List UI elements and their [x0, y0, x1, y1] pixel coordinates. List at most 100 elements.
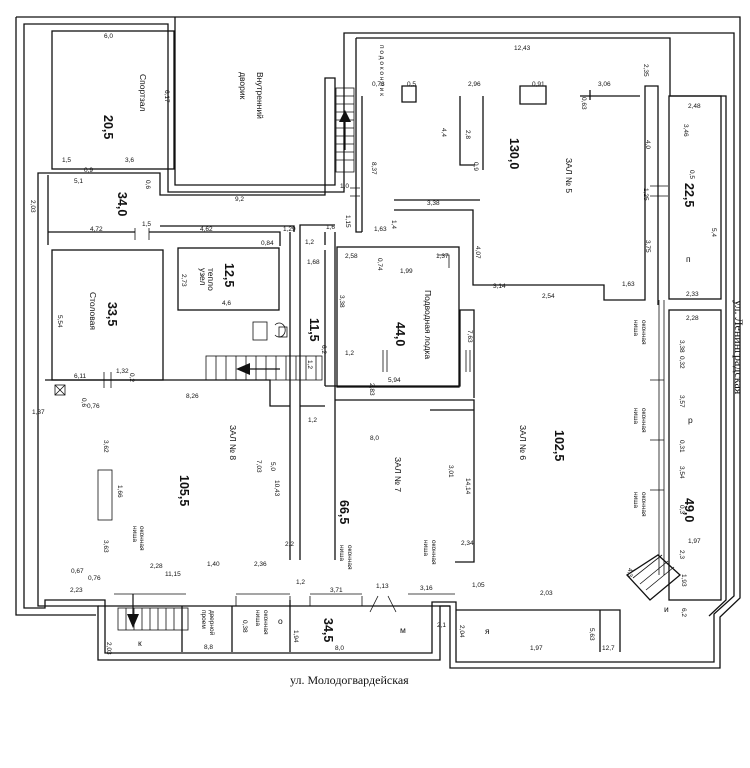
openings	[103, 185, 668, 388]
dimension-label: 0,5	[407, 81, 416, 88]
dimension-label: 1,2	[308, 417, 317, 424]
dimension-label: 0,6	[80, 398, 87, 407]
room-ya: я	[485, 626, 490, 636]
dimension-label: 2,28	[150, 563, 163, 570]
room-i: и	[664, 604, 669, 614]
dimension-label: 6,2	[320, 345, 327, 354]
svg-text:оконная: оконная	[430, 540, 437, 565]
dimension-label: 0,2	[128, 373, 135, 382]
dimension-label: 1,97	[688, 538, 701, 545]
dimension-label: 5,1	[74, 178, 83, 185]
dimension-label: 7,63	[466, 330, 473, 343]
room-area: 34,5	[321, 618, 335, 642]
dimension-label: 1,29	[283, 226, 296, 233]
dimension-label: 1,68	[307, 259, 320, 266]
room-name: ЗАЛ № 6	[518, 425, 528, 460]
dimension-label: 1,6	[326, 224, 335, 231]
dimension-label: 3,6	[125, 157, 134, 164]
dimension-label: 0,73	[372, 81, 385, 88]
room-area: 66,5	[337, 500, 351, 524]
dimension-label: 11,15	[165, 571, 181, 578]
svg-text:ниша: ниша	[422, 540, 429, 556]
dimension-label: 6,0	[104, 33, 113, 40]
dimension-label: 2,48	[688, 103, 701, 110]
dimension-label: 8,26	[186, 393, 199, 400]
dimension-label: 6,11	[74, 373, 87, 380]
room-area: 34,0	[115, 192, 129, 216]
room-stolovaya: 33,5 Столовая	[88, 292, 119, 330]
dimension-label: 1,40	[207, 561, 220, 568]
dimension-label: 2,96	[468, 81, 481, 88]
dimension-label: 0,91	[532, 81, 545, 88]
dimension-label: 2,8	[464, 130, 471, 139]
dimension-label: 3,75	[644, 240, 651, 253]
room-r: р 49,0	[682, 415, 696, 522]
dimension-label: 4,07	[474, 246, 481, 259]
room-area: 49,0	[682, 498, 696, 522]
dimension-label: 0,76	[87, 403, 100, 410]
svg-text:ниша: ниша	[632, 320, 639, 336]
room-dvorik: Внутренний дворик	[238, 72, 265, 119]
room-name: о	[278, 616, 283, 626]
stairs-bottom[interactable]	[117, 594, 189, 631]
dimension-label: 1,13	[376, 583, 389, 590]
stairs-top[interactable]	[335, 87, 355, 173]
room-area: 44,0	[393, 322, 407, 346]
room-k: к	[138, 638, 142, 648]
dimension-label: 3,38	[427, 200, 440, 207]
room-area: 130,0	[507, 138, 521, 169]
dimension-label: 1,2	[305, 239, 314, 246]
dimension-label: 4,72	[90, 226, 103, 233]
room-name: Столовая	[88, 292, 98, 330]
dimension-label: 2,83	[368, 383, 375, 396]
svg-text:оконная: оконная	[640, 408, 647, 433]
dimension-label: 2,54	[542, 293, 555, 300]
dimension-label: 1,37	[32, 409, 45, 416]
dimension-label: 4,6	[222, 300, 231, 307]
room-name: тепло	[206, 268, 216, 291]
room-name: ЗАЛ № 7	[393, 457, 403, 492]
dimension-label: 3,38	[338, 295, 345, 308]
dimension-label: 1,37	[436, 253, 449, 260]
svg-text:оконная: оконная	[346, 545, 353, 570]
dimension-label: 2,03	[540, 590, 553, 597]
room-area: 105,5	[177, 475, 191, 506]
room-name: Спортзал	[138, 74, 148, 112]
dimension-label: 4,62	[200, 226, 213, 233]
dimension-label: 1,32	[116, 368, 129, 375]
room-name: дворик	[238, 72, 248, 100]
wc-fixtures	[252, 321, 288, 341]
dimension-label: 0,76	[88, 575, 101, 582]
room-area: 33,5	[105, 302, 119, 326]
dimension-label: 4,3	[626, 568, 633, 577]
stairs-middle[interactable]	[205, 355, 323, 381]
room-name: я	[485, 626, 490, 636]
room-zal6: 102,5 ЗАЛ № 6	[518, 425, 566, 461]
interior-walls	[45, 30, 722, 652]
dimension-label: 2,58	[345, 253, 358, 260]
dimension-label: 5,63	[588, 628, 595, 641]
dimension-label: 1,4	[390, 220, 397, 229]
room-area: 20,5	[101, 115, 115, 139]
room-teplo: 12,5 тепло узел	[198, 263, 236, 291]
dimension-label: 2,04	[458, 625, 465, 638]
dimension-label: 1,15	[344, 215, 351, 228]
dimension-label: 3,06	[598, 81, 611, 88]
dimension-label: 1,93	[680, 574, 687, 587]
dimension-label: 3,71	[330, 587, 343, 594]
svg-text:оконная: оконная	[640, 320, 647, 345]
dimension-label: 0,67	[71, 568, 84, 575]
room-zal5: 130,0 ЗАЛ № 5	[507, 138, 574, 193]
svg-text:дверной: дверной	[208, 610, 216, 636]
dimension-label: 5,4	[710, 228, 717, 237]
dimension-label: 1,63	[622, 281, 635, 288]
dimension-label: 8,0	[370, 435, 379, 442]
dimension-label: 3,54	[678, 466, 685, 479]
dimension-label: 1,63	[374, 226, 387, 233]
room-area: 22,5	[682, 183, 696, 207]
room-wc: 11,5	[307, 318, 321, 342]
street-bottom-label: ул. Молодогвардейская	[290, 673, 409, 687]
svg-text:проем: проем	[200, 610, 207, 629]
